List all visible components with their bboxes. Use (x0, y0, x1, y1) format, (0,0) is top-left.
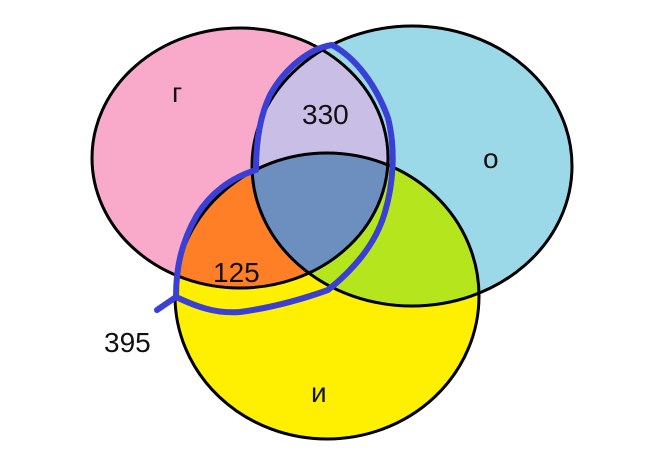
set-g-outline (90, 26, 390, 290)
region-g-and-i (175, 153, 388, 288)
set-g-label: г (172, 77, 182, 108)
set-i-label: и (311, 377, 327, 408)
set-o-outline (250, 24, 574, 308)
highlight-outline (154, 42, 396, 316)
region-g-and-i-value: 125 (213, 257, 260, 288)
set-o-label: о (483, 143, 499, 174)
outline-total-label: 395 (104, 327, 151, 358)
region-g-and-o-value: 330 (302, 99, 349, 130)
